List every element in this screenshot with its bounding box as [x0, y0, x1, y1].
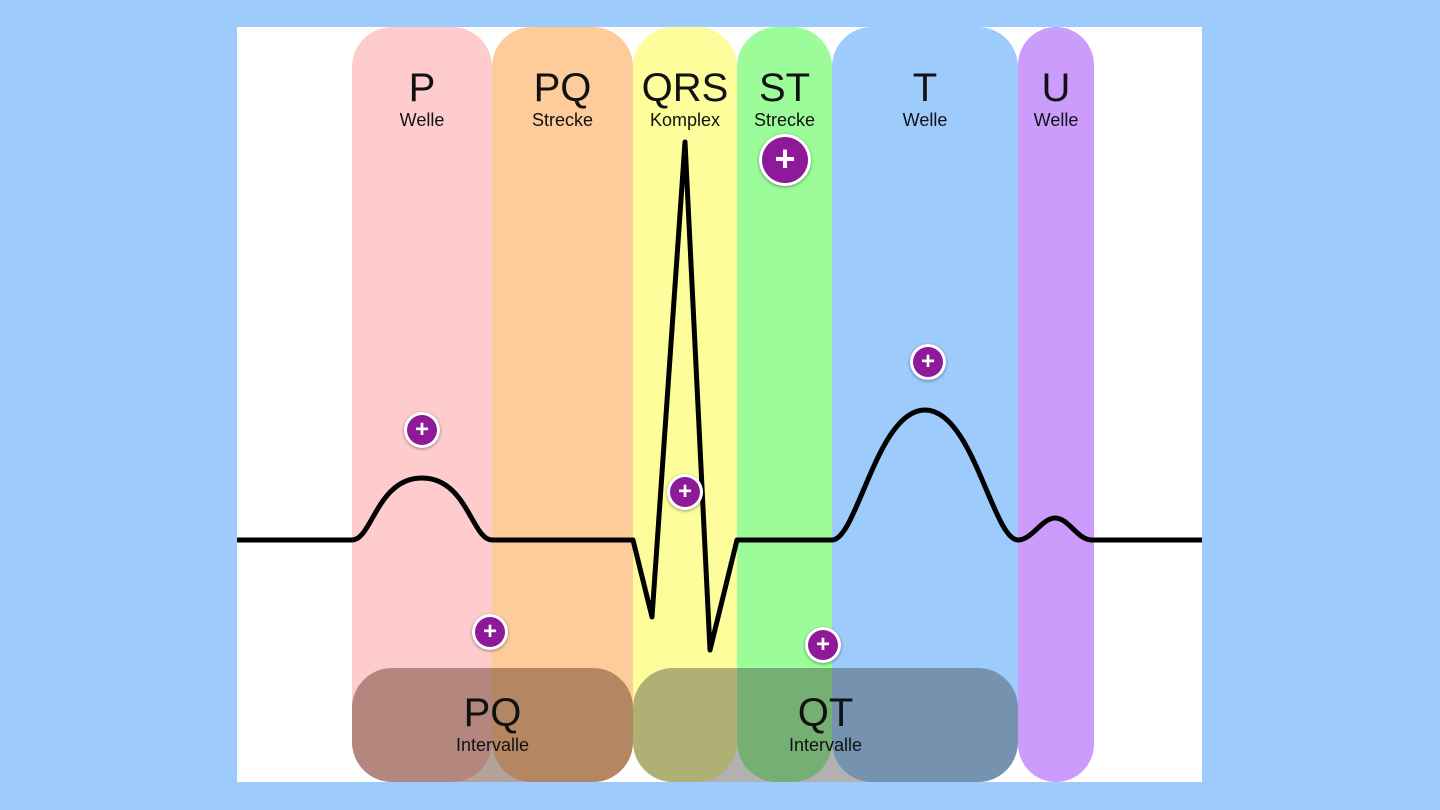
hotspot-pq-intervalle[interactable]: +	[472, 614, 508, 650]
hotspot-qt-intervalle[interactable]: +	[805, 627, 841, 663]
hotspot-st-strecke[interactable]: +	[759, 134, 811, 186]
segment-title: P	[408, 66, 436, 110]
segment-subtitle: Strecke	[531, 110, 594, 130]
interval-subtitle: Intervalle	[455, 735, 530, 755]
segment-title: T	[912, 66, 938, 110]
hotspot-t-welle[interactable]: +	[910, 344, 946, 380]
plus-icon: +	[808, 630, 838, 660]
ecg-waveform	[237, 139, 1202, 653]
segment-title: U	[1041, 66, 1071, 110]
segment-subtitle: Komplex	[649, 110, 721, 130]
plus-icon: +	[913, 347, 943, 377]
interval-title: QT	[797, 691, 854, 735]
plus-icon: +	[475, 617, 505, 647]
hotspot-p-welle[interactable]: +	[404, 412, 440, 448]
segment-subtitle: Strecke	[753, 110, 816, 130]
plus-icon: +	[407, 415, 437, 445]
plus-icon: +	[670, 477, 700, 507]
segment-subtitle: Welle	[1033, 110, 1079, 130]
segment-title: ST	[758, 66, 811, 110]
plus-icon: +	[762, 137, 808, 183]
segment-title: PQ	[533, 66, 592, 110]
hotspot-qrs-komplex[interactable]: +	[667, 474, 703, 510]
interval-subtitle: Intervalle	[788, 735, 863, 755]
segment-subtitle: Welle	[399, 110, 445, 130]
segment-subtitle: Welle	[902, 110, 948, 130]
interval-title: PQ	[463, 691, 522, 735]
segment-title: QRS	[641, 66, 729, 110]
